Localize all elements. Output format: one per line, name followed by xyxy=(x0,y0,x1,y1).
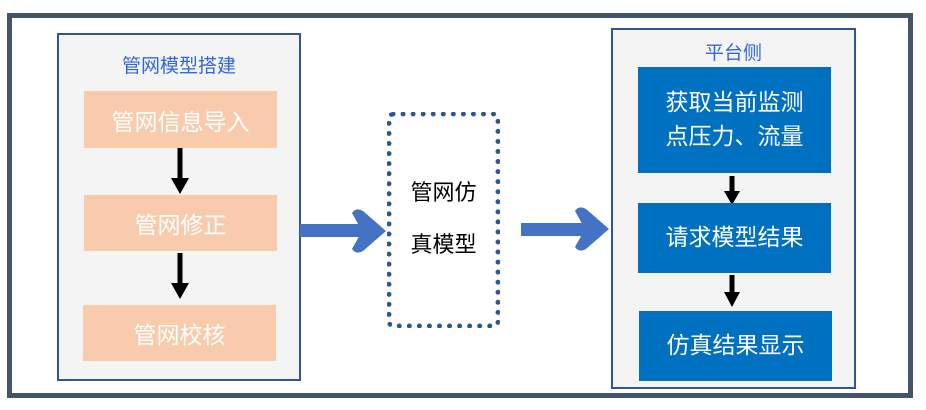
pipe-network-simulation-model: 管网仿 真模型 xyxy=(387,112,500,328)
down-arrow-icon xyxy=(171,253,189,299)
down-arrow-icon xyxy=(724,275,740,307)
step-network-info-import: 管网信息导入 xyxy=(84,91,277,148)
panel-title: 管网模型搭建 xyxy=(121,55,236,77)
down-arrow-icon xyxy=(171,148,189,194)
model-label-line2: 真模型 xyxy=(410,233,477,258)
step-label-line1: 获取当前监测 xyxy=(665,90,804,116)
panel-title: 平台侧 xyxy=(704,42,762,64)
model-label-line1: 管网仿 xyxy=(410,181,477,206)
step-network-calibration: 管网校核 xyxy=(83,305,276,361)
step-label-line2: 点压力、流量 xyxy=(665,124,804,150)
flow-arrow-icon xyxy=(521,207,609,251)
step-display-simulation-results: 仿真结果显示 xyxy=(639,311,832,381)
step-request-model-results: 请求模型结果 xyxy=(638,203,831,273)
flow-arrow-icon xyxy=(300,209,386,253)
step-network-correction: 管网修正 xyxy=(84,195,277,251)
step-get-monitoring-data: 获取当前监测 点压力、流量 xyxy=(638,67,831,173)
down-arrow-icon xyxy=(724,176,740,205)
